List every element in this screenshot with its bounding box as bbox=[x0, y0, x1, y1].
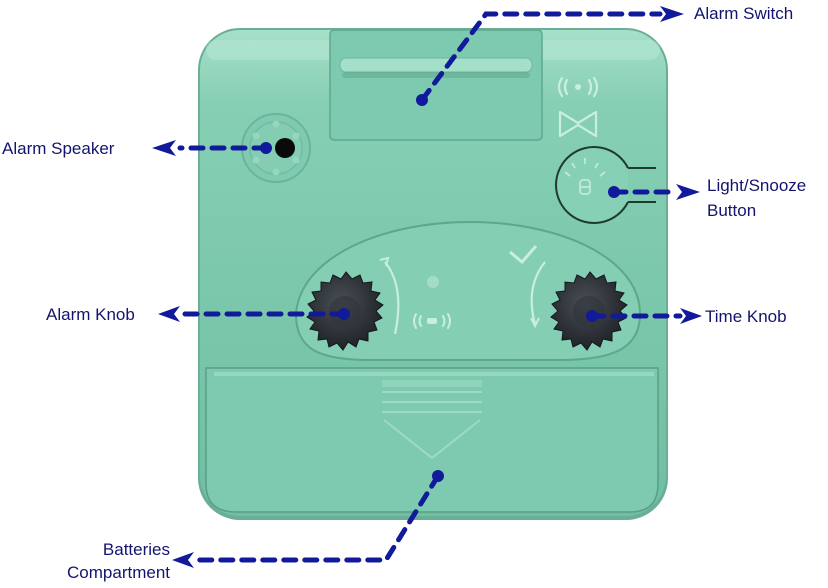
label-alarm-knob: Alarm Knob bbox=[46, 305, 135, 324]
down-arrow-icon bbox=[382, 380, 482, 460]
arrow-right-icon bbox=[676, 184, 700, 200]
label-time-knob: Time Knob bbox=[705, 307, 787, 326]
leader-lines bbox=[177, 11, 683, 563]
label-batteries-line1: Batteries bbox=[102, 540, 170, 559]
sound-waves-icon bbox=[413, 313, 451, 329]
arrow-left-icon bbox=[152, 140, 176, 156]
label-light-snooze-line1: Light/Snooze bbox=[707, 176, 807, 195]
sound-waves-icon bbox=[557, 76, 599, 98]
knob-panel bbox=[294, 220, 642, 361]
battery-compartment[interactable] bbox=[205, 367, 659, 513]
label-light-snooze-line2: Button bbox=[707, 201, 757, 220]
alarm-speaker bbox=[241, 113, 311, 183]
leader-endpoints bbox=[152, 6, 702, 568]
arrow-right-icon bbox=[660, 6, 684, 22]
label-alarm-switch: Alarm Switch bbox=[694, 4, 794, 23]
arrow-left-icon bbox=[158, 306, 180, 322]
light-snooze-button[interactable] bbox=[555, 146, 656, 224]
label-batteries-line2: Compartment bbox=[67, 563, 170, 582]
label-alarm-speaker: Alarm Speaker bbox=[2, 139, 115, 158]
bowtie-icon bbox=[558, 110, 598, 138]
bulb-icon bbox=[564, 158, 606, 195]
arrow-right-icon bbox=[680, 308, 702, 324]
arrow-left-icon bbox=[172, 552, 194, 568]
